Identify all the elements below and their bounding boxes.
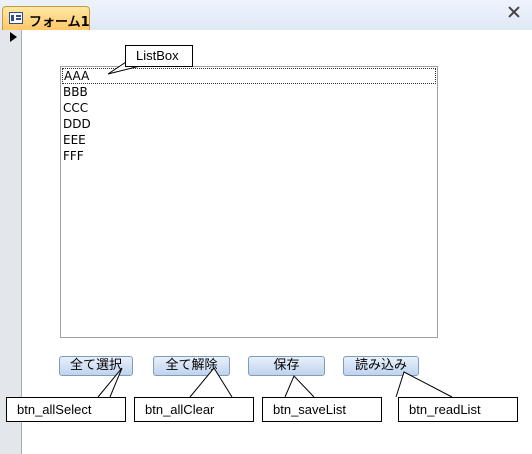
item-listbox[interactable]: AAA BBB CCC DDD EEE FFF xyxy=(60,66,438,338)
listbox-callout: ListBox xyxy=(125,45,193,67)
list-item[interactable]: FFF xyxy=(63,149,84,163)
save-button[interactable]: 保存 xyxy=(248,356,325,376)
list-item[interactable]: CCC xyxy=(63,101,89,115)
select-all-button[interactable]: 全て選択 xyxy=(59,356,133,376)
clear-all-button[interactable]: 全て解除 xyxy=(153,356,230,376)
list-item[interactable]: DDD xyxy=(63,117,91,131)
record-selector-bar[interactable] xyxy=(0,30,22,454)
list-item[interactable]: BBB xyxy=(63,85,88,99)
document-tab-strip: フォーム1 xyxy=(0,0,532,31)
tab-label: フォーム1 xyxy=(29,15,90,30)
save-callout: btn_saveList xyxy=(262,397,382,422)
list-item[interactable]: AAA xyxy=(62,68,436,84)
load-callout: btn_readList xyxy=(398,397,518,422)
load-button[interactable]: 読み込み xyxy=(343,356,419,376)
select-all-callout: btn_allSelect xyxy=(6,397,126,422)
clear-all-callout: btn_allClear xyxy=(134,397,254,422)
tab-form1[interactable]: フォーム1 xyxy=(2,6,90,30)
form-icon xyxy=(9,12,23,24)
record-selector-icon xyxy=(10,32,17,42)
list-item[interactable]: EEE xyxy=(63,133,86,147)
close-icon[interactable] xyxy=(508,6,520,18)
